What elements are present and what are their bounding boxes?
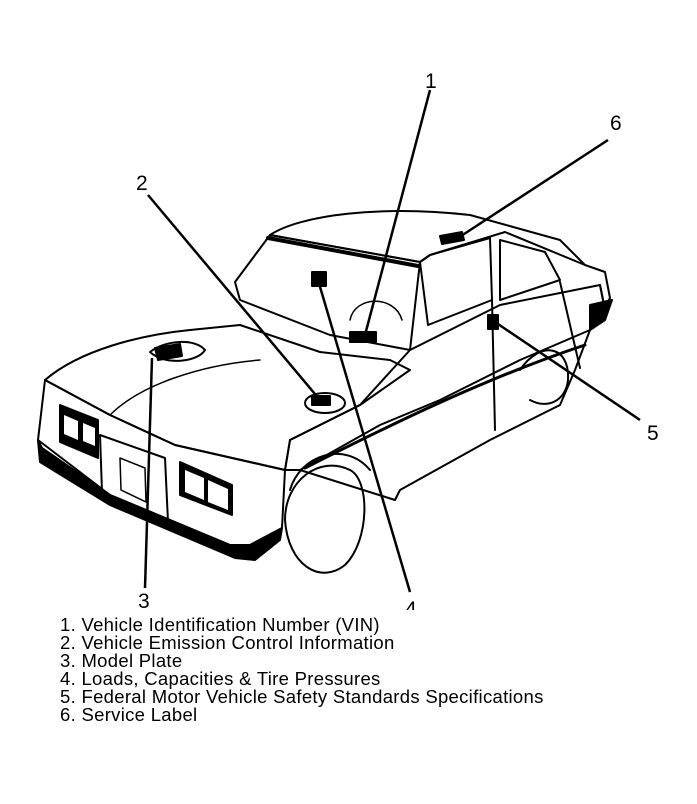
label-legend: 1. Vehicle Identification Number (VIN) 2…	[60, 614, 544, 725]
service-label	[439, 231, 465, 245]
front-wheel-arch	[289, 453, 371, 491]
front-bumper	[37, 439, 283, 561]
rear-wheel	[519, 349, 570, 405]
car-label-location-diagram: 1 2 3 4 5 6	[37, 70, 659, 610]
roof	[269, 210, 586, 266]
legend-item-4: 4. Loads, Capacities & Tire Pressures	[60, 668, 381, 689]
leader-line-1	[363, 89, 432, 336]
legend-item-6: 6. Service Label	[60, 704, 198, 725]
rear-bumper	[589, 299, 613, 331]
headlight-left	[59, 404, 99, 459]
model-plate	[154, 343, 183, 361]
steering-wheel	[349, 300, 403, 321]
leader-line-2	[147, 194, 321, 401]
callout-2: 2	[136, 172, 148, 195]
callout-4: 4	[405, 598, 417, 610]
model-plate-area	[149, 340, 206, 362]
callout-1: 1	[425, 70, 437, 93]
hood-crease	[109, 359, 261, 416]
callout-6: 6	[610, 112, 622, 135]
side-window-rear	[499, 239, 561, 301]
body-side	[284, 284, 606, 471]
callout-5: 5	[647, 422, 659, 445]
legend-item-1: 1. Vehicle Identification Number (VIN)	[60, 614, 380, 635]
car-illustration	[37, 210, 613, 574]
callout-numbers: 1 2 3 4 5 6	[136, 70, 659, 610]
leader-line-3	[143, 357, 154, 589]
legend-item-2: 2. Vehicle Emission Control Information	[60, 632, 395, 653]
strut-tower	[304, 392, 346, 414]
leader-line-4	[316, 279, 412, 593]
emission-label	[311, 395, 331, 406]
vin-plate	[349, 331, 377, 343]
leader-line-5	[494, 320, 641, 422]
grille-inner	[119, 457, 147, 503]
headlight-right	[179, 461, 233, 516]
body-side-lower	[299, 329, 591, 501]
legend-item-3: 3. Model Plate	[60, 650, 183, 671]
callout-3: 3	[138, 590, 150, 610]
side-trim	[303, 343, 587, 470]
windshield-wiper	[266, 236, 420, 268]
fmvss-label	[487, 314, 499, 330]
grille	[99, 434, 169, 523]
legend-item-5: 5. Federal Motor Vehicle Safety Standard…	[60, 686, 544, 707]
leader-lines	[143, 89, 641, 593]
side-window-front	[419, 237, 493, 326]
door-line-rear	[559, 281, 581, 369]
front-wheel	[284, 464, 366, 574]
leader-line-6	[457, 138, 609, 240]
